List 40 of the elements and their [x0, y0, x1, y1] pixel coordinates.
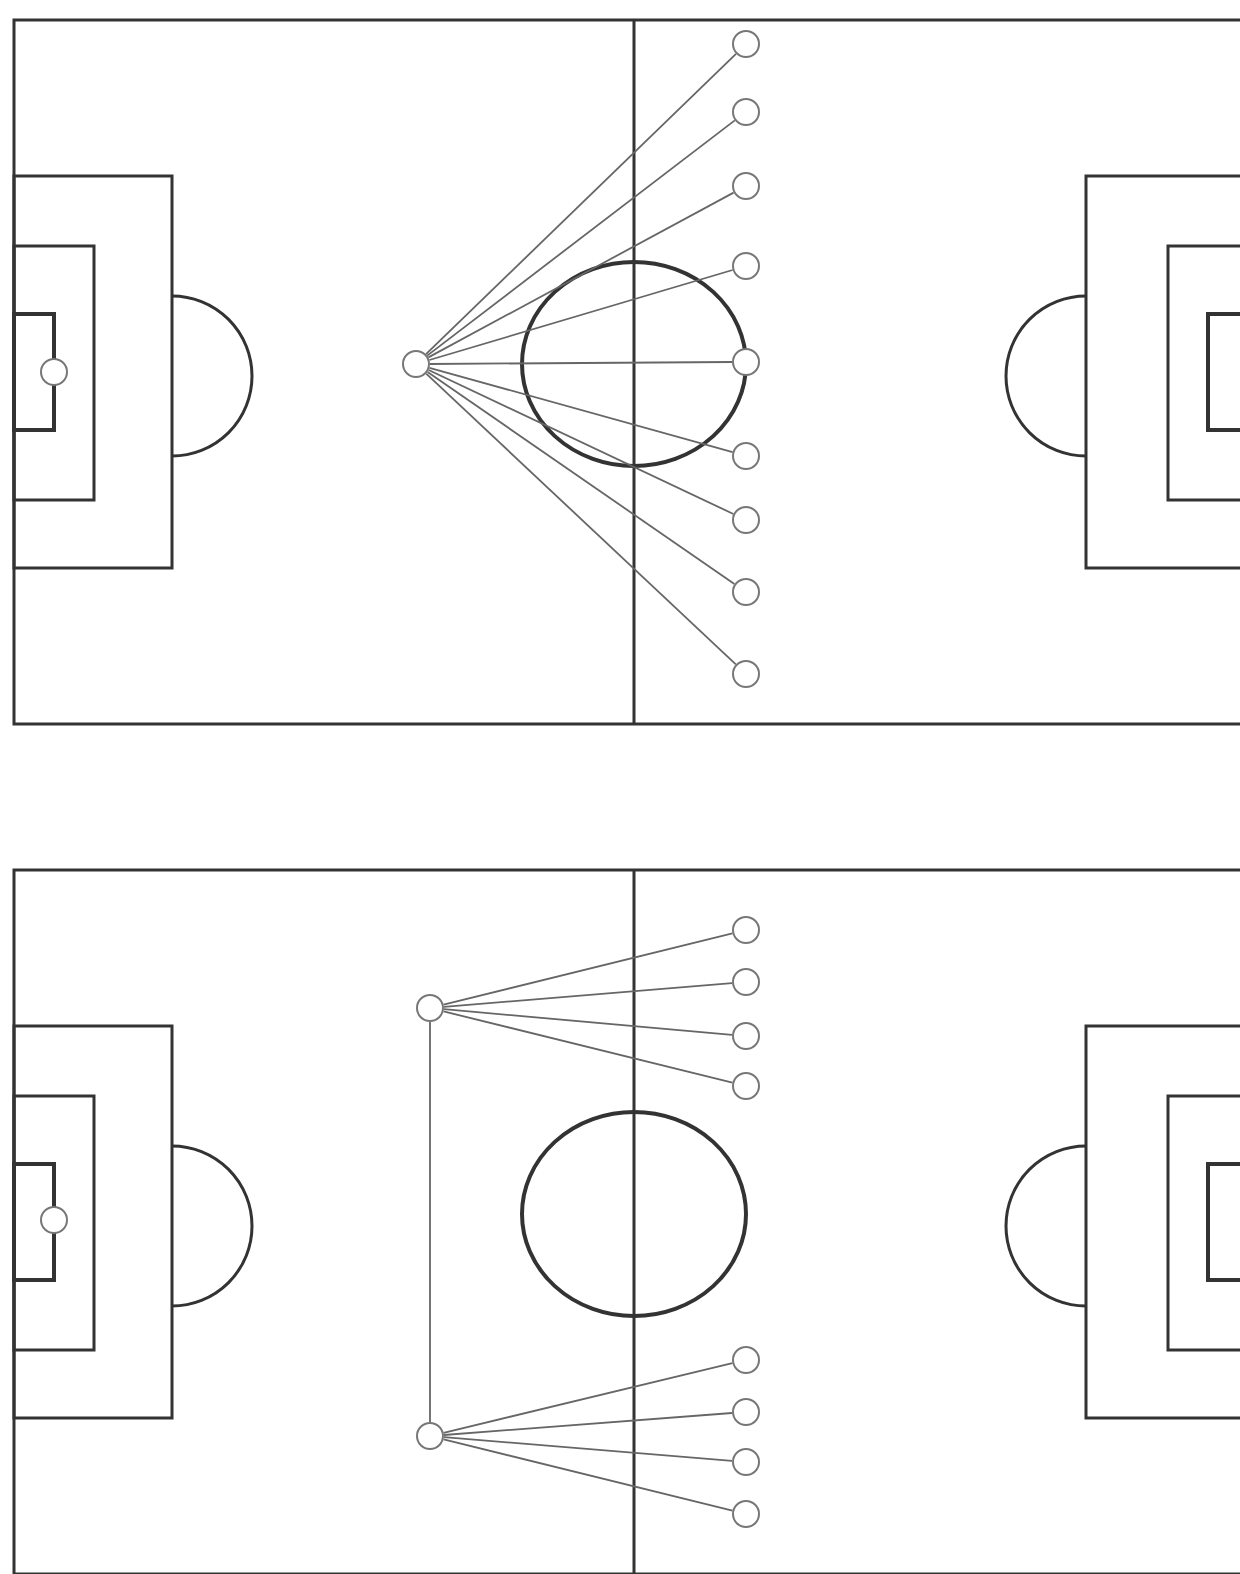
player-marker — [40, 1206, 68, 1234]
player-marker — [732, 1500, 760, 1528]
connector-line — [428, 366, 734, 454]
connector-line — [443, 1436, 733, 1462]
player-marker — [732, 968, 760, 996]
player-marker — [732, 98, 760, 126]
player-marker — [732, 578, 760, 606]
connector-line — [442, 1438, 734, 1512]
player-marker — [732, 1398, 760, 1426]
connector-line — [442, 1362, 734, 1434]
connector-line — [428, 269, 734, 361]
connector-line — [425, 52, 737, 356]
connector-line — [427, 369, 735, 515]
connector-line — [429, 1021, 431, 1423]
player-marker — [732, 916, 760, 944]
connector-line — [425, 372, 737, 666]
player-marker — [732, 442, 760, 470]
player-marker — [732, 172, 760, 200]
connector-line — [426, 119, 736, 357]
player-marker — [732, 506, 760, 534]
connector-line — [443, 1412, 733, 1436]
player-marker — [40, 358, 68, 386]
player-marker — [416, 994, 444, 1022]
player-marker — [732, 1448, 760, 1476]
player-marker — [732, 348, 760, 376]
player-marker — [416, 1422, 444, 1450]
player-marker — [732, 1346, 760, 1374]
player-marker — [732, 252, 760, 280]
player-marker — [732, 660, 760, 688]
connector-line — [442, 1010, 734, 1084]
player-marker — [732, 1072, 760, 1100]
connector-line — [443, 982, 733, 1008]
connector-line — [429, 361, 733, 365]
player-marker — [402, 350, 430, 378]
connector-line — [443, 1008, 733, 1036]
player-marker — [732, 1022, 760, 1050]
player-marker — [732, 30, 760, 58]
connector-line — [426, 371, 736, 585]
connector-line — [442, 932, 734, 1006]
connector-line — [427, 191, 735, 359]
